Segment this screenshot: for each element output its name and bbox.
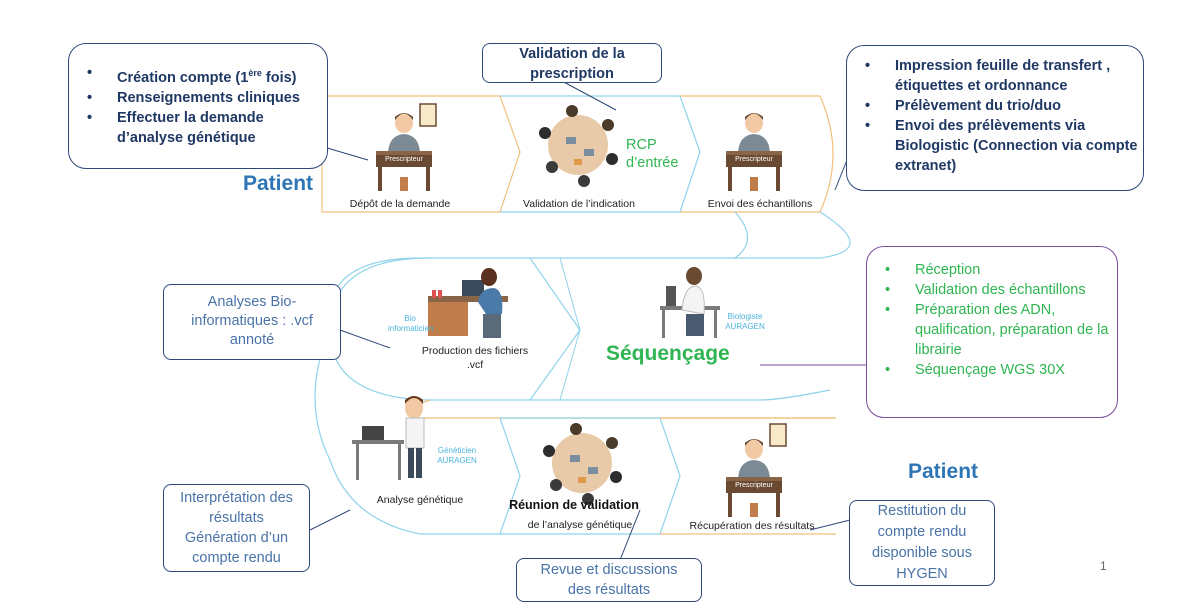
reunion-table-illustration	[543, 423, 622, 505]
step-depot: Dépôt de la demande	[349, 198, 451, 210]
biologiste-illustration	[660, 267, 720, 338]
callout-patient-tasks: Création compte (1ère fois) Renseignemen…	[68, 43, 328, 169]
shipping-task-item: Envoi des prélèvements via Biologistic (…	[865, 116, 1143, 176]
prescripteur-illustration-2	[726, 113, 782, 191]
callout-restitution: Restitution du compte rendu disponible s…	[849, 500, 995, 586]
step-analyse: Analyse génétique	[376, 494, 464, 506]
callout-lab-tasks: Réception Validation des échantillons Pr…	[866, 246, 1118, 418]
shipping-task-item: Impression feuille de transfert , étique…	[865, 56, 1143, 96]
step-reunion-sub: de l’analyse génétique	[527, 519, 633, 531]
lab-task-item: Préparation des ADN, qualification, prép…	[885, 300, 1117, 360]
bioinformaticien-illustration	[428, 268, 508, 338]
lab-task-item: Réception	[885, 260, 1117, 280]
callout-interpretation: Interprétation des résultats Génération …	[163, 484, 310, 572]
callout-review: Revue et discussions des résultats	[516, 558, 702, 602]
prescripteur-illustration-3	[726, 439, 782, 517]
callout-shipping-tasks: Impression feuille de transfert , étique…	[846, 45, 1144, 191]
prescripteur-label-3: Prescripteur	[735, 482, 773, 489]
rcp-label: RCP d’entrée	[626, 137, 679, 171]
prescripteur-label-2: Prescripteur	[735, 156, 773, 163]
callout-bioinfo: Analyses Bio-informatiques : .vcf annoté	[163, 284, 341, 360]
geneticien-illustration	[352, 396, 425, 480]
biologiste-role: Biologiste AURAGEN	[725, 312, 765, 331]
rcp-table-illustration	[539, 105, 618, 187]
patient-task-item: Renseignements cliniques	[87, 88, 327, 108]
step-reunion: Réunion de validation	[509, 498, 639, 512]
lab-task-item: Validation des échantillons	[885, 280, 1117, 300]
geneticien-role: Généticien AURAGEN	[437, 446, 477, 465]
callout-validation-prescription: Validation de la prescription	[482, 43, 662, 83]
step-production: Production des fichiers .vcf	[421, 345, 529, 371]
prescripteur-label: Prescripteur	[385, 156, 423, 163]
patient-task-item: Effectuer la demande d’analyse génétique	[87, 108, 327, 148]
step-validation-indication: Validation de l’indication	[523, 198, 635, 210]
page-number: 1	[1100, 559, 1107, 573]
patient-task-item: Création compte (1ère fois)	[87, 63, 327, 88]
sequencage-label: Séquençage	[606, 342, 730, 365]
step-envoi: Envoi des échantillons	[707, 198, 813, 210]
shipping-task-item: Prélèvement du trio/duo	[865, 96, 1143, 116]
lab-task-item: Séquençage WGS 30X	[885, 360, 1117, 380]
patient-label-top: Patient	[243, 172, 314, 195]
patient-label-bottom: Patient	[908, 460, 979, 483]
step-recuperation: Récupération des résultats	[689, 520, 815, 532]
bioinformaticien-role: Bio informaticien	[388, 314, 434, 333]
